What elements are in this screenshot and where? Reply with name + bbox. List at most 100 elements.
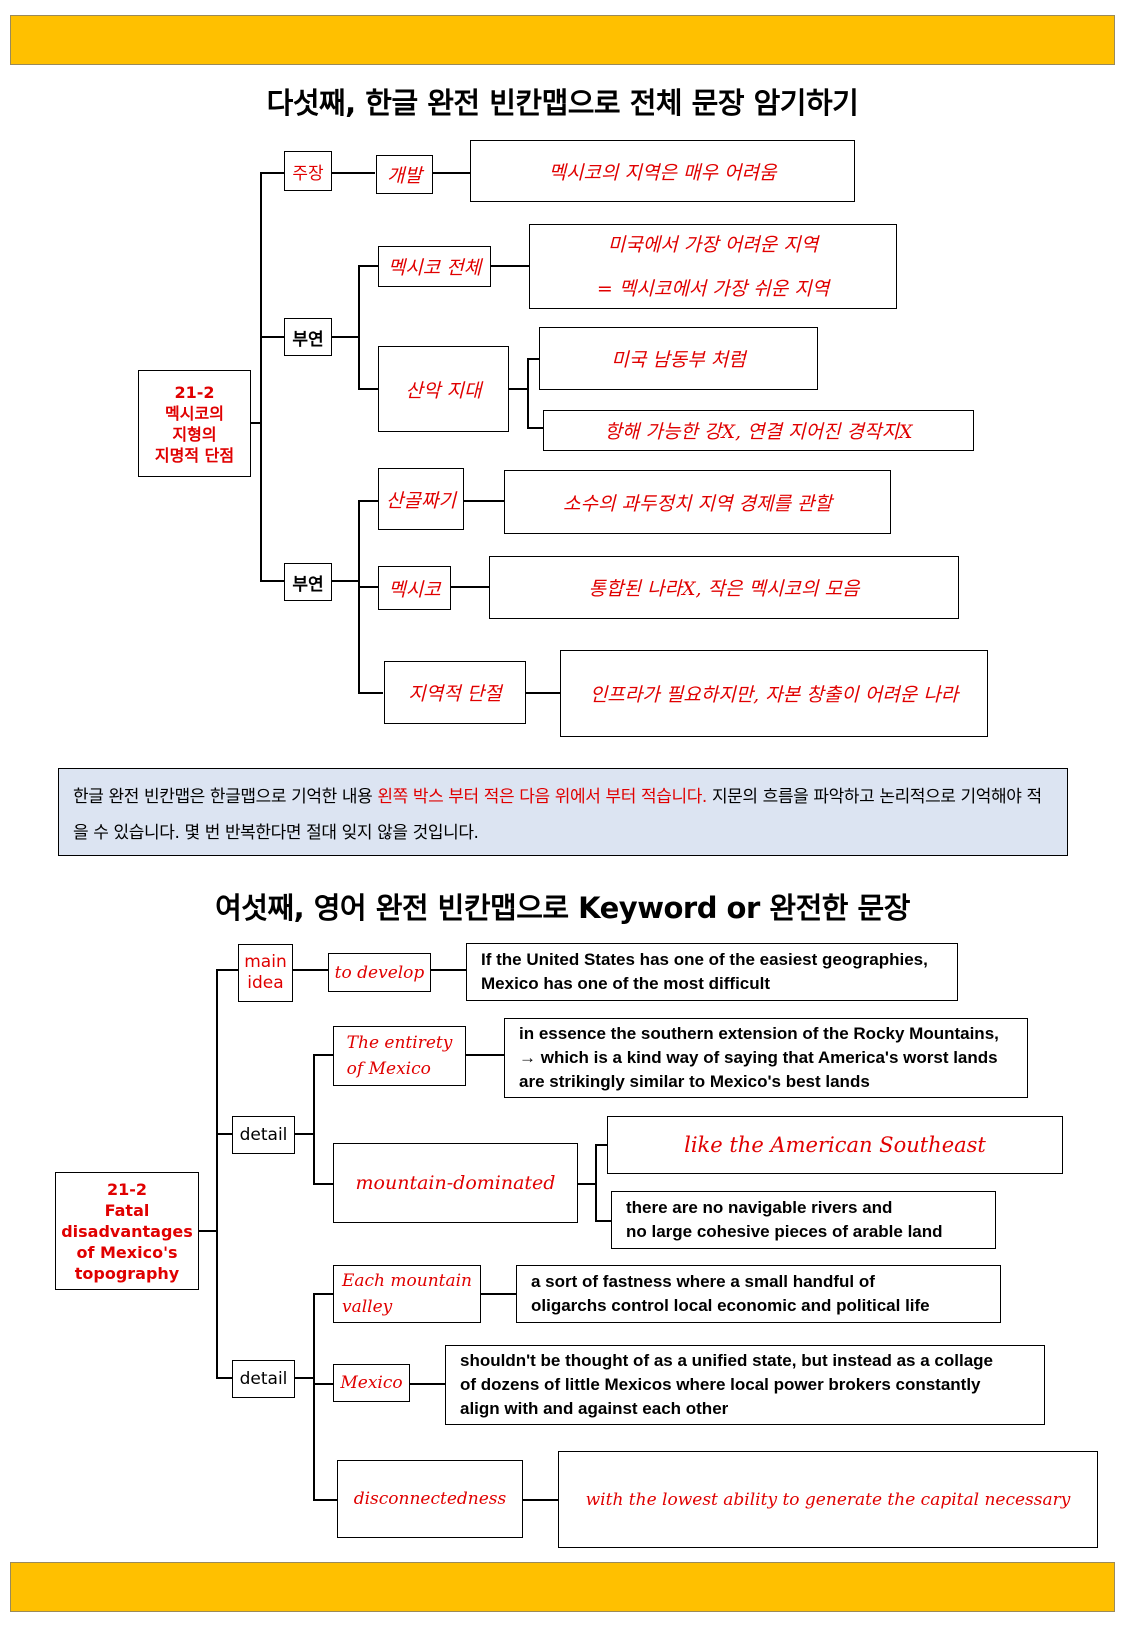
mountain-line1: 미국 남동부 처럼 xyxy=(611,349,746,371)
connector xyxy=(330,172,375,174)
to-develop-label: to develop xyxy=(334,962,425,983)
connector xyxy=(525,692,560,694)
connector xyxy=(313,1383,333,1385)
valley-box-en: Each mountain valley xyxy=(333,1265,481,1323)
connector xyxy=(330,580,360,582)
connector xyxy=(313,1183,333,1185)
root-box-en: 21-2 Fatal disadvantages of Mexico's top… xyxy=(55,1172,199,1290)
connector xyxy=(358,265,360,389)
connector xyxy=(527,427,543,429)
connector xyxy=(216,969,238,971)
valley-line: a sort of fastness where a small handful… xyxy=(531,1272,875,1291)
whole-mexico-text-box: 미국에서 가장 어려운 지역 = 멕시코에서 가장 쉬운 지역 xyxy=(529,224,897,309)
detail2-box: 부연 xyxy=(284,563,332,601)
disconnect-text-box: 인프라가 필요하지만, 자본 창출이 어려운 나라 xyxy=(560,650,988,737)
rivers-line: there are no navigable rivers and xyxy=(626,1198,893,1217)
main-idea-label: idea xyxy=(247,973,284,993)
mountain-line2: 항해 가능한 강X, 연결 지어진 경작지X xyxy=(604,421,913,443)
rivers-line: no large cohesive pieces of arable land xyxy=(626,1222,943,1241)
entirety-line: in essence the southern extension of the… xyxy=(519,1024,999,1043)
connector xyxy=(216,1377,232,1379)
mountain-line1-box: 미국 남동부 처럼 xyxy=(539,327,818,390)
connector xyxy=(358,586,378,588)
valley-text-box-en: a sort of fastness where a small handful… xyxy=(516,1265,1001,1323)
mexico-text-box-en: shouldn't be thought of as a unified sta… xyxy=(445,1345,1045,1425)
valley-text-box: 소수의 과두정치 지역 경제를 관할 xyxy=(504,470,891,534)
detail1-box: 부연 xyxy=(284,318,332,356)
root-line: 지형의 xyxy=(172,424,217,444)
top-banner xyxy=(10,15,1115,65)
mexico-line: align with and against each other xyxy=(460,1399,729,1418)
mountain-dominated-box: mountain-dominated xyxy=(333,1143,578,1223)
mexico-line: of dozens of little Mexicos where local … xyxy=(460,1375,981,1394)
main-idea-box: main idea xyxy=(238,944,293,1002)
connector xyxy=(330,336,360,338)
main-line: Mexico has one of the most difficult xyxy=(481,974,771,993)
capital-text: with the lowest ability to generate the … xyxy=(585,1489,1071,1510)
claim-label: 주장 xyxy=(292,163,324,184)
connector xyxy=(466,1054,504,1056)
to-develop-box: to develop xyxy=(328,953,431,992)
whole-line: 미국에서 가장 어려운 지역 xyxy=(607,233,819,256)
mexico-text-box: 통합된 나라X, 작은 멕시코의 모음 xyxy=(489,556,959,619)
connector xyxy=(358,692,383,694)
connector xyxy=(260,172,262,581)
mountain-region-box: 산악 지대 xyxy=(378,346,509,432)
disconnect-label: 지역적 단절 xyxy=(408,683,502,705)
connector xyxy=(432,172,470,174)
connector xyxy=(216,969,218,1378)
connector xyxy=(313,1293,315,1500)
detail2-label: 부연 xyxy=(292,574,324,595)
root-line: 21-2 xyxy=(174,382,215,402)
valley-label-en: valley xyxy=(341,1297,393,1317)
mexico-line: shouldn't be thought of as a unified sta… xyxy=(460,1351,993,1370)
root-line: Fatal xyxy=(104,1200,150,1220)
claim-text-box: 멕시코의 지역은 매우 어려움 xyxy=(470,140,855,202)
connector xyxy=(358,500,378,502)
disconnectedness-box: disconnectedness xyxy=(337,1460,523,1538)
mexico-text: 통합된 나라X, 작은 멕시코의 모음 xyxy=(588,578,860,600)
mexico-box-en: Mexico xyxy=(333,1364,410,1402)
connector xyxy=(313,1054,315,1184)
connector xyxy=(527,358,539,360)
connector xyxy=(241,422,261,424)
entirety-line: are strikingly similar to Mexico's best … xyxy=(519,1072,870,1091)
connector xyxy=(464,500,504,502)
mexico-label-en: Mexico xyxy=(340,1373,403,1393)
connector xyxy=(595,1220,611,1222)
entirety-label: The entirety xyxy=(346,1033,453,1053)
valley-label: 산골짜기 xyxy=(386,489,456,512)
claim-text: 멕시코의 지역은 매우 어려움 xyxy=(548,161,777,184)
connector xyxy=(295,1377,315,1379)
bottom-banner xyxy=(10,1562,1115,1612)
connector xyxy=(216,1133,232,1135)
connector xyxy=(260,580,284,582)
entirety-box: The entirety of Mexico xyxy=(333,1026,466,1086)
southeast-text: like the American Southeast xyxy=(684,1133,986,1157)
connector xyxy=(578,1183,596,1185)
root-line: disadvantages xyxy=(61,1221,193,1241)
connector xyxy=(313,1054,333,1056)
connector xyxy=(527,358,529,428)
connector xyxy=(481,1293,516,1295)
main-idea-label: main xyxy=(244,952,287,972)
connector xyxy=(523,1499,558,1501)
connector xyxy=(313,1293,333,1295)
valley-line: oligarchs control local economic and pol… xyxy=(531,1296,930,1315)
main-line: If the United States has one of the easi… xyxy=(481,950,928,969)
develop-box: 개발 xyxy=(376,155,433,194)
root-line: 멕시코의 xyxy=(165,403,224,423)
connector xyxy=(451,586,489,588)
connector xyxy=(410,1383,445,1385)
disconnectedness-label: disconnectedness xyxy=(353,1489,507,1509)
section6-title: 여섯째, 영어 완전 빈칸맵으로 Keyword or 완전한 문장 xyxy=(215,891,910,925)
whole-line: = 멕시코에서 가장 쉬운 지역 xyxy=(596,277,830,300)
connector xyxy=(595,1144,597,1221)
main-text-box: If the United States has one of the easi… xyxy=(466,943,958,1001)
connector xyxy=(260,336,284,338)
whole-mexico-box: 멕시코 전체 xyxy=(378,246,491,287)
connector xyxy=(293,969,329,971)
mountain-dominated-label: mountain-dominated xyxy=(355,1172,556,1194)
root-line: of Mexico's xyxy=(76,1242,178,1262)
mountain-region-label: 산악 지대 xyxy=(405,379,482,402)
